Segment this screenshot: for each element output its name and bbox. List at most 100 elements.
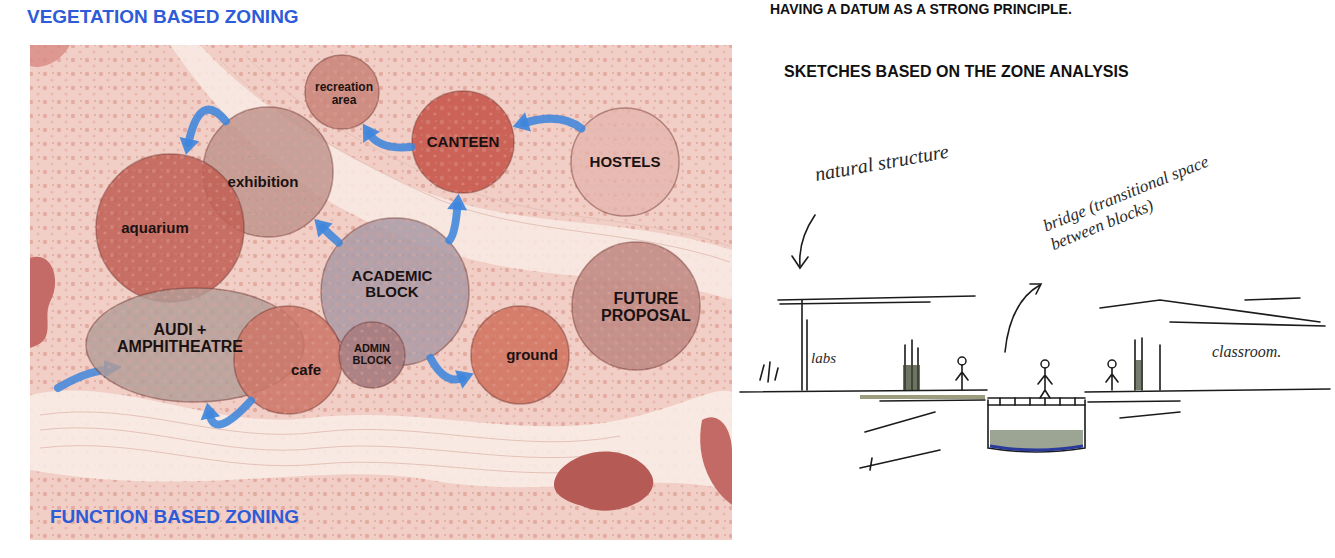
drawing-path xyxy=(1000,398,1075,405)
drawing-path xyxy=(1120,412,1180,418)
drawing-path xyxy=(778,296,975,300)
label-box: natural structure xyxy=(813,140,950,186)
drawing-path xyxy=(1100,300,1320,322)
sketch-note: natural structure xyxy=(813,140,950,186)
sketch-heading: SKETCHES BASED ON THE ZONE ANALYSIS xyxy=(784,63,1129,81)
drawing-circle xyxy=(1108,360,1116,368)
drawing-path xyxy=(1088,401,1180,402)
label-box: VEGETATION BASED ZONING xyxy=(27,6,299,28)
circle-fill xyxy=(96,154,244,302)
drawing-path xyxy=(903,365,920,390)
drawing-path xyxy=(860,450,940,470)
zone-heading: FUNCTION BASED ZONING xyxy=(50,506,299,528)
arrow-head xyxy=(201,403,221,421)
circle-fill xyxy=(571,108,679,216)
drawing-path xyxy=(806,320,808,390)
drawing-path xyxy=(740,390,987,392)
zone-label: aquarium xyxy=(121,220,189,236)
drawing-path xyxy=(1085,389,1330,392)
drawing-path xyxy=(760,362,778,382)
arrow-line xyxy=(369,134,411,148)
arrow-head xyxy=(513,112,531,131)
drawing-path xyxy=(990,446,1083,450)
drawing-path xyxy=(860,395,985,399)
zone-label: recreation area xyxy=(309,81,379,106)
drawing-circle xyxy=(958,357,966,365)
arrow-line xyxy=(524,119,581,129)
zone-label: ACADEMIC BLOCK xyxy=(342,268,442,300)
arrow-head xyxy=(314,219,332,237)
zone-circle: recreation area xyxy=(304,54,380,130)
arrow-head xyxy=(363,124,380,143)
arrow-head xyxy=(447,194,467,211)
zone-label: ground xyxy=(506,347,558,363)
flow-arrow xyxy=(314,219,338,243)
flow-arrow xyxy=(431,358,474,389)
label-box: labs xyxy=(811,350,836,367)
drawing-path xyxy=(880,400,985,401)
circle-fill xyxy=(305,55,379,129)
drawing-g xyxy=(40,55,730,473)
zone-circle: ADMIN BLOCK xyxy=(338,321,406,389)
circle-texture xyxy=(339,322,405,388)
sketch-note: bridge (transitional space between block… xyxy=(1040,132,1268,254)
drawing-path xyxy=(988,400,1085,452)
label-box: SKETCHES BASED ON THE ZONE ANALYSIS xyxy=(784,63,1129,81)
circle-fill xyxy=(412,91,514,193)
drawing-rect xyxy=(30,45,732,540)
zone-label: FUTURE PROPOSAL xyxy=(590,291,702,325)
drawing-path xyxy=(700,417,732,505)
drawing-path xyxy=(792,256,808,268)
zone-label: AUDI + AMPHITHEATRE xyxy=(105,322,255,356)
zone-label: ADMIN BLOCK xyxy=(346,343,398,366)
drawing-circle xyxy=(1041,360,1049,368)
flow-arrow xyxy=(180,110,226,155)
zone-circle: ground xyxy=(470,305,570,405)
circle-texture xyxy=(96,154,244,302)
circle-texture xyxy=(471,306,569,404)
arrow-head xyxy=(455,370,474,389)
circle-texture xyxy=(305,55,379,129)
circle-fill xyxy=(339,322,405,388)
drawing-path xyxy=(1038,368,1052,398)
drawing-path xyxy=(1245,298,1300,300)
space-label: labs xyxy=(811,350,836,367)
zone-label: exhibition xyxy=(228,174,299,190)
drawing-g xyxy=(740,215,1330,470)
drawing-path xyxy=(988,398,1085,405)
drawing-path xyxy=(1170,322,1325,326)
zone-circle: CANTEEN xyxy=(411,90,515,194)
drawing-path xyxy=(1030,284,1041,294)
label-box: FUNCTION BASED ZONING xyxy=(50,506,299,528)
drawing-path xyxy=(990,430,1083,449)
circle-texture xyxy=(571,108,679,216)
circle-texture xyxy=(412,91,514,193)
flow-arrow xyxy=(447,194,467,241)
space-label: classroom. xyxy=(1212,343,1281,361)
drawing-rect xyxy=(30,45,732,540)
drawing-path xyxy=(1106,368,1118,390)
drawing-path xyxy=(865,412,935,432)
zone-label: HOSTELS xyxy=(590,154,661,170)
zone-label: CANTEEN xyxy=(427,134,500,150)
flow-arrow xyxy=(363,124,411,148)
zone-circle: aquarium xyxy=(95,153,245,303)
zone-circle: HOSTELS xyxy=(570,107,680,217)
drawing-path xyxy=(30,257,55,348)
drawing-path xyxy=(1134,360,1143,390)
flow-arrow xyxy=(513,112,582,131)
arrow-line xyxy=(449,206,457,241)
circle-fill xyxy=(471,306,569,404)
drawing-path xyxy=(30,45,70,67)
drawing-path xyxy=(1005,285,1040,352)
drawing-path xyxy=(40,428,620,458)
arrow-head xyxy=(180,137,200,155)
drawing-path xyxy=(1135,338,1160,390)
heading: VEGETATION BASED ZONING xyxy=(27,6,299,28)
drawing-path xyxy=(956,365,968,390)
principle-note: HAVING A DATUM AS A STRONG PRINCIPLE. xyxy=(770,1,1072,17)
drawing-path xyxy=(40,446,620,473)
zone-circle: FUTURE PROPOSAL xyxy=(571,241,701,371)
